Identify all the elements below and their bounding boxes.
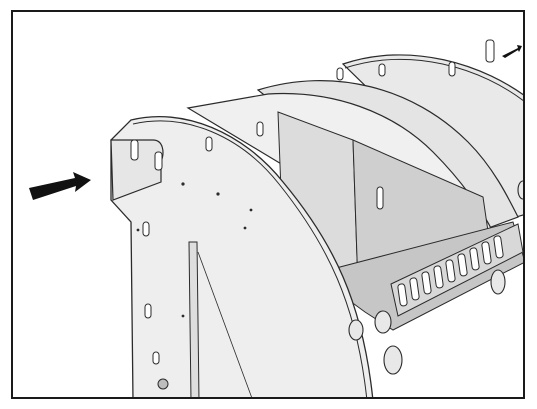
slotted-rear-rail (390, 223, 523, 317)
front-panel-holes (136, 182, 253, 318)
top-pegs (336, 39, 495, 210)
arrow-left-indicator (29, 172, 91, 200)
figure-border (11, 10, 525, 399)
front-panel-slots (142, 121, 264, 365)
assembly-drawing (29, 39, 523, 397)
front-tab (110, 139, 164, 201)
support-pegs (157, 180, 523, 390)
front-panel-crease (197, 251, 252, 397)
front-end-panel (110, 116, 374, 397)
arrow-top-right-indicator (502, 45, 522, 58)
front-strut-left (188, 241, 200, 397)
rear-top-strip (344, 58, 523, 102)
